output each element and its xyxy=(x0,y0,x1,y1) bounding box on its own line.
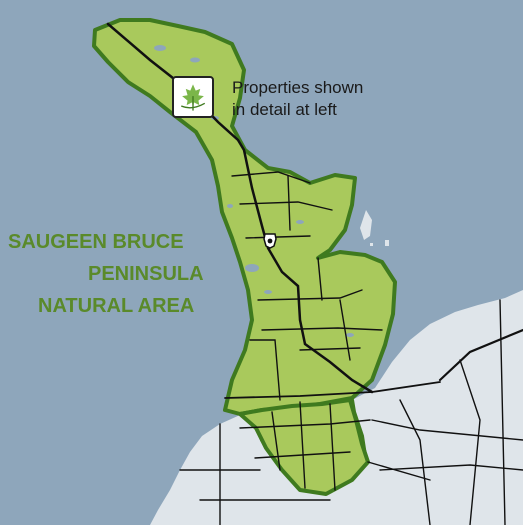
area-label-line: NATURAL AREA xyxy=(38,295,195,317)
road-network xyxy=(106,22,523,525)
area-label-line: PENINSULA xyxy=(88,263,204,285)
highway-shield-icon xyxy=(263,233,277,249)
callout-line: in detail at left xyxy=(232,100,337,119)
islands xyxy=(360,210,389,246)
maple-leaf-logo-icon xyxy=(172,76,214,118)
inland-lakes xyxy=(154,45,354,337)
area-label-line: SAUGEEN BRUCE xyxy=(8,231,184,253)
callout-line: Properties shown xyxy=(232,78,364,97)
properties-callout: Properties shown in detail at left xyxy=(232,77,363,121)
